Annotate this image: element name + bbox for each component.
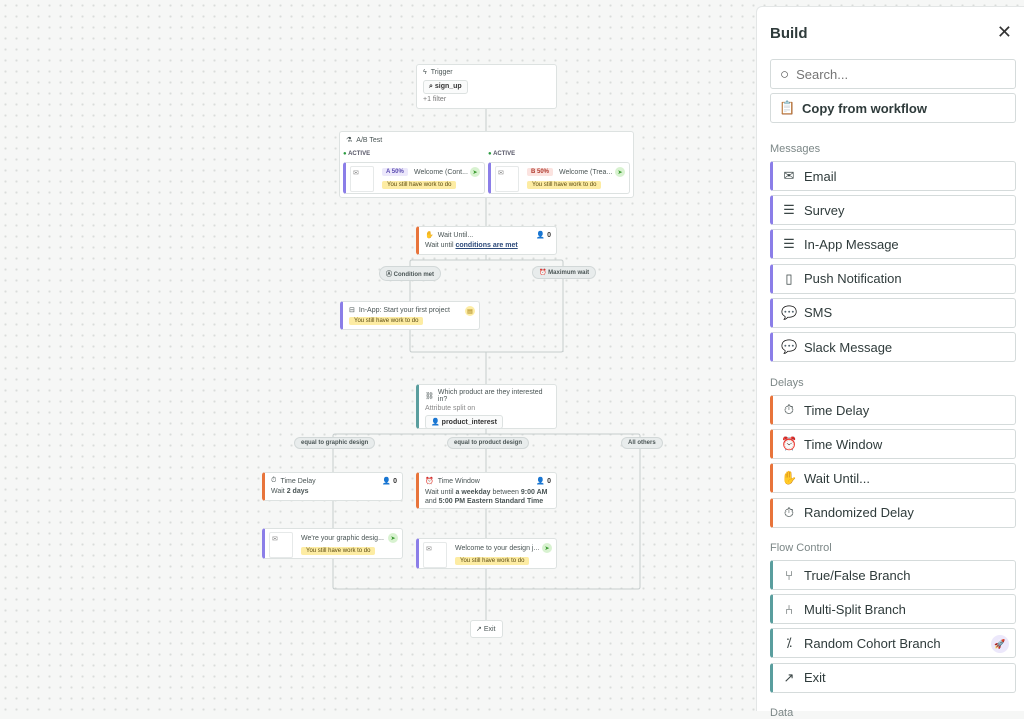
item-time-window[interactable]: ⏰Time Window bbox=[770, 429, 1016, 460]
section-label: Delays bbox=[770, 377, 804, 389]
send-icon: ➤ bbox=[388, 533, 398, 543]
sms-icon: 💬 bbox=[781, 304, 798, 320]
multi-split-branch-icon: ⑃ bbox=[785, 601, 793, 617]
section-label: Messages bbox=[770, 143, 821, 155]
panel-title: Build bbox=[770, 25, 808, 42]
event-chip[interactable]: ⌕ sign_up bbox=[423, 80, 468, 94]
trigger-icon: ϟ bbox=[423, 69, 427, 76]
close-icon[interactable]: ✕ bbox=[996, 22, 1012, 42]
item-multi-split-branch[interactable]: ⑃Multi-Split Branch bbox=[770, 594, 1016, 625]
inapp-icon: ⊟ bbox=[349, 307, 355, 314]
item-in-app-message[interactable]: ☰In-App Message bbox=[770, 229, 1016, 260]
time-window-node[interactable]: ⏰Time Window 👤 0 Wait until a weekday be… bbox=[416, 472, 557, 509]
email-node-graphic[interactable]: ✉ We're your graphic desig...➤ You still… bbox=[262, 528, 403, 559]
exit-node[interactable]: ↗ Exit bbox=[470, 620, 503, 638]
workflow-connectors bbox=[332, 109, 641, 620]
item-slack-message[interactable]: 💬Slack Message bbox=[770, 332, 1016, 362]
send-icon: ➤ bbox=[615, 167, 625, 177]
email-icon: ✉ bbox=[350, 166, 374, 192]
item-push-notification[interactable]: ▯Push Notification bbox=[770, 263, 1016, 294]
item-wait-until[interactable]: ✋Wait Until... bbox=[770, 463, 1016, 494]
item-survey[interactable]: ☰Survey bbox=[770, 195, 1016, 226]
alarm-icon: ⏰ bbox=[425, 478, 434, 485]
wait-until-node[interactable]: ✋Wait Until... 👤 0 Wait until conditions… bbox=[416, 226, 557, 255]
copy-from-workflow-button[interactable]: 📋Copy from workflow bbox=[770, 93, 1016, 123]
search-icon: ○ bbox=[780, 65, 790, 83]
email-icon: ✉ bbox=[269, 532, 293, 558]
true-false-branch-icon: ⑂ bbox=[785, 567, 793, 583]
hand-icon: ✋ bbox=[425, 232, 434, 239]
rocket-icon: 🚀 bbox=[991, 635, 1009, 654]
time-delay-node[interactable]: ⏱Time Delay 👤 0 Wait 2 days bbox=[262, 472, 403, 501]
random-cohort-branch-icon: ⁒ bbox=[786, 635, 792, 651]
condition-met-pill[interactable]: Ⓐ Condition met bbox=[379, 266, 441, 281]
exit-icon: ↗ bbox=[476, 626, 482, 633]
send-icon: ➤ bbox=[470, 167, 480, 177]
item-time-delay[interactable]: ⏱Time Delay bbox=[770, 395, 1016, 425]
people-count: 👤 0 bbox=[536, 232, 551, 239]
push-notification-icon: ▯ bbox=[785, 270, 793, 286]
survey-icon: ☰ bbox=[783, 202, 795, 218]
time-delay-icon: ⏱ bbox=[783, 402, 795, 417]
item-exit[interactable]: ↗Exit bbox=[770, 662, 1016, 693]
exit-icon: ↗ bbox=[783, 669, 795, 685]
section-label: Flow Control bbox=[770, 542, 832, 554]
variant-badge: B 50% bbox=[527, 168, 554, 176]
item-sms[interactable]: 💬SMS bbox=[770, 297, 1016, 328]
people-count: 👤 0 bbox=[382, 478, 397, 485]
build-panel: Build ✕ ○ 📋Copy from workflow Messages ✉E… bbox=[756, 6, 1024, 719]
variant-status: ● ACTIVE bbox=[343, 151, 371, 157]
email-icon: ✉ bbox=[423, 542, 447, 568]
attribute-split-node[interactable]: ⛓Which product are they interested in? A… bbox=[416, 384, 557, 429]
time-window-icon: ⏰ bbox=[781, 436, 798, 452]
slack-message-icon: 💬 bbox=[781, 339, 798, 354]
branch-pill-graphic[interactable]: equal to graphic design bbox=[294, 437, 376, 449]
draft-icon: ▤ bbox=[465, 306, 475, 316]
split-icon: ⛓ bbox=[425, 393, 434, 400]
variant-badge: A 50% bbox=[382, 168, 408, 176]
clipboard-icon: 📋 bbox=[779, 100, 796, 115]
flask-icon: ⚗ bbox=[346, 137, 353, 144]
branch-pill-product[interactable]: equal to product design bbox=[447, 437, 530, 449]
search-field[interactable] bbox=[796, 66, 987, 82]
item-randomized-delay[interactable]: ⏱Randomized Delay bbox=[770, 497, 1016, 528]
inapp-node[interactable]: ⊟In-App: Start your first project ▤ You … bbox=[340, 301, 480, 330]
conditions-link[interactable]: conditions are met bbox=[455, 242, 518, 249]
stopwatch-icon: ⏱ bbox=[271, 477, 277, 484]
variant-card[interactable]: ✉ B 50% Welcome (Trea... ➤ You still hav… bbox=[488, 162, 630, 194]
item-true-false-branch[interactable]: ⑂True/False Branch bbox=[770, 560, 1016, 590]
email-icon: ✉ bbox=[783, 168, 795, 183]
wait-until-icon: ✋ bbox=[781, 470, 798, 486]
people-count: 👤 0 bbox=[536, 478, 551, 485]
randomized-delay-icon: ⏱ bbox=[783, 504, 795, 520]
filter-count[interactable]: +1 filter bbox=[423, 96, 447, 103]
variant-status: ● ACTIVE bbox=[488, 151, 516, 157]
maximum-wait-pill[interactable]: ⏰ Maximum wait bbox=[532, 266, 597, 279]
email-icon: ✉ bbox=[495, 166, 519, 192]
section-label: Data bbox=[770, 707, 794, 719]
attribute-chip[interactable]: 👤 product_interest bbox=[425, 415, 503, 429]
search-input[interactable]: ○ bbox=[770, 59, 1016, 89]
email-node-product[interactable]: ✉ Welcome to your design j...➤ You still… bbox=[416, 538, 557, 569]
variant-card[interactable]: ✉ A 50% Welcome (Cont... ➤ You still hav… bbox=[343, 162, 485, 194]
branch-pill-others[interactable]: All others bbox=[621, 437, 663, 449]
send-icon: ➤ bbox=[542, 543, 552, 553]
item-email[interactable]: ✉Email bbox=[770, 161, 1016, 191]
item-random-cohort-branch[interactable]: ⁒Random Cohort Branch🚀 bbox=[770, 628, 1016, 659]
in-app-message-icon: ☰ bbox=[783, 236, 795, 252]
